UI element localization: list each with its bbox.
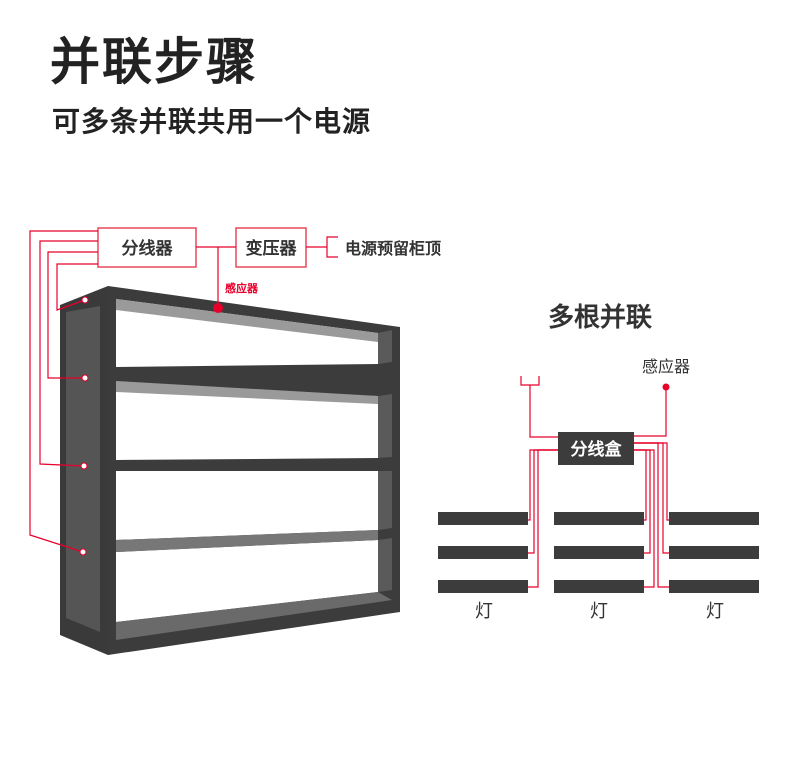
parallel-title: 多根并联 (548, 302, 652, 333)
led-strip (116, 381, 378, 404)
junction-box (558, 432, 634, 465)
connection-points (79, 296, 89, 556)
transformer-box (235, 227, 307, 268)
splitter-label: 分线器 (122, 238, 174, 259)
lamp-bar (554, 580, 644, 593)
lamp-bar (438, 546, 528, 559)
lamp-bar (554, 512, 644, 525)
right-sensor-label: 感应器 (642, 357, 690, 376)
transformer-label: 变压器 (246, 238, 298, 259)
shelf-cabinet (60, 286, 400, 655)
lamp-bar (669, 546, 759, 559)
lamp-bar (669, 512, 759, 525)
page-subtitle: 可多条并联共用一个电源 (52, 105, 372, 138)
lamp-bar (669, 580, 759, 593)
lamp-bars (438, 512, 759, 593)
lamp-bar (438, 580, 528, 593)
sensor-dot (213, 303, 223, 313)
lamp-label: 灯 (590, 601, 608, 622)
lamp-bar (554, 546, 644, 559)
led-strip (116, 299, 378, 342)
left-wires (29, 230, 338, 553)
junction-box-label: 分线盒 (571, 439, 623, 460)
power-label: 电源预留柜顶 (345, 239, 441, 258)
right-wires (520, 376, 669, 588)
lamp-bar (438, 512, 528, 525)
lamp-label: 灯 (706, 601, 724, 622)
sensor-label: 感应器 (225, 281, 259, 295)
page-title: 并联步骤 (50, 33, 258, 91)
lamp-label: 灯 (475, 601, 493, 622)
